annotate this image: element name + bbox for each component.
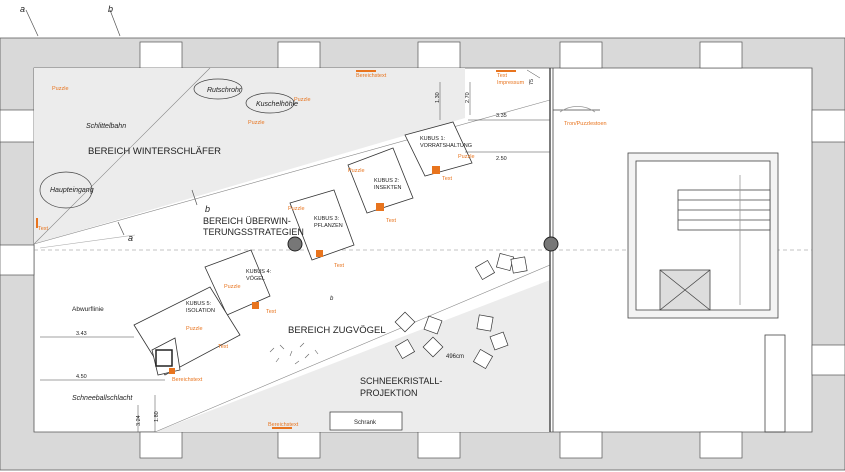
section-lines [25,9,198,236]
area-migratory: BEREICH ZUGVÖGEL [288,325,386,336]
section-a-mid: a [128,233,133,243]
kubus-2-title: KUBUS 2: [374,178,400,184]
dim-343: 3.43 [76,331,87,337]
label-puzzle: Puzzle [348,168,365,174]
label-schrank: Schrank [354,420,377,426]
kubus-2-sub: INSEKTEN [374,185,402,191]
kubus-4-sub: VÖGEL [246,275,265,282]
dim-270: 2.70 [465,92,471,103]
dim-130: 1.30 [435,92,441,103]
columns [287,236,559,252]
label-schneeballschlacht: Schneeballschlacht [72,395,133,402]
label-puzzle: Puzzle [248,120,265,126]
dim-250: 2.50 [496,156,507,162]
area-strategies-line2: TERUNGSSTRATEGIEN [203,227,304,237]
label-width: 496cm [446,354,464,360]
label-bereichstext: Bereichstext [356,73,387,79]
label-bereichstext: Bereichstext [268,422,299,428]
kubus-4-title: KUBUS 4: [246,269,272,275]
label-tron: Tron/Puzzlestoen [564,121,607,127]
scatter-marks [269,342,319,365]
dimension-lines [40,69,550,432]
label-puzzle: Puzzle [458,154,475,160]
label-puzzle: Puzzle [288,206,305,212]
kubus-3-title: KUBUS 3: [314,216,340,222]
label-text: Text [497,73,508,79]
label-abwurflinie: Abwurflinie [72,306,104,313]
dim-75: 75 [529,79,535,85]
dim-324: 3.24 [136,415,142,426]
section-a-top: a [20,4,25,14]
label-text: Text [266,309,277,315]
area-projection-line1: SCHNEEKRISTALL- [360,376,442,386]
label-text: Text [334,263,345,269]
label-b-small: b [330,296,334,302]
ellipses [39,78,295,209]
label-kuschelhoehle: Kuschelhöhle [256,101,298,108]
zone-shading [34,68,550,432]
kubus-5-title: KUBUS 5: [186,301,212,307]
orange-label-group: Puzzle Puzzle Puzzle Puzzle Puzzle Puzzl… [38,73,607,428]
furniture [329,252,528,431]
orange-markers [36,70,516,429]
window-niches [0,41,845,459]
area-strategies-line1: BEREICH ÜBERWIN- [203,216,291,226]
label-puzzle: Puzzle [224,284,241,290]
label-puzzle: Puzzle [52,86,69,92]
kubus-boxes [133,121,473,376]
area-projection-line2: PROJEKTION [360,388,418,398]
label-puzzle: Puzzle [294,97,311,103]
dim-180: 1.80 [154,411,160,422]
label-text: Text [218,344,229,350]
area-winter: BEREICH WINTERSCHLÄFER [88,146,221,157]
label-puzzle: Puzzle [186,326,203,332]
diagonal-lines [33,67,812,433]
label-haupteingang: Haupteingang [50,187,94,194]
label-text: Text [38,226,49,232]
dim-335: 3.35 [496,113,507,119]
label-bereichstext: Bereichstext [172,377,203,383]
label-text: Text [386,218,397,224]
dimension-labels: 75 1.30 2.70 3.35 2.50 3.43 4.50 1.80 3.… [76,79,535,426]
label-impressum: Impressum [497,80,525,86]
dim-450: 4.50 [76,374,87,380]
kubus-1-sub: VORRATSHALTUNG [420,143,472,149]
kubus-1-title: KUBUS 1: [420,136,446,142]
section-b-top: b [108,4,113,14]
label-schlittelbahn: Schlittelbahn [86,123,126,130]
label-rutschrohr: Rutschrohr [207,87,242,94]
label-text: Text [442,176,453,182]
right-rooms [549,68,786,433]
kubus-3-sub: PFLANZEN [314,223,343,229]
kubus-5-sub: ISOLATION [186,308,215,314]
section-b-mid: b [205,204,210,214]
